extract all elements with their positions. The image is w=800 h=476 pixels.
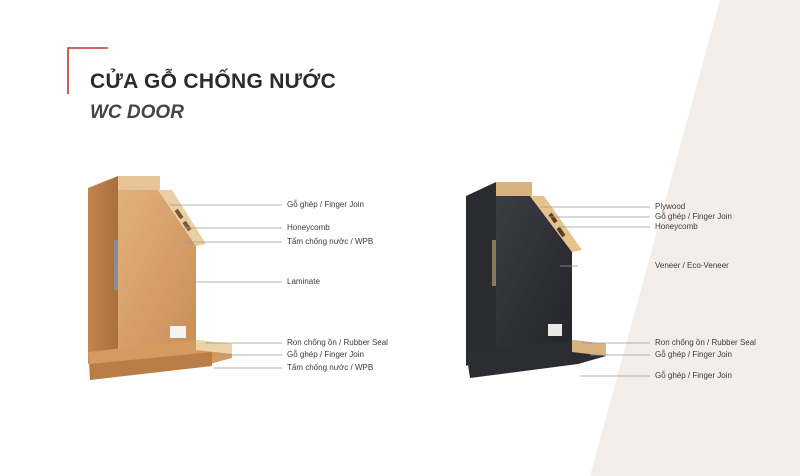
left-label-rubber-seal: Ron chống ồn / Rubber Seal <box>287 338 388 347</box>
title-corner-bracket <box>67 47 108 94</box>
page-title: CỬA GỖ CHỐNG NƯỚC <box>90 70 337 93</box>
left-label-finger-join-top: Gỗ ghép / Finger Join <box>287 200 364 209</box>
right-label-finger-join-bottom: Gỗ ghép / Finger Join <box>655 371 732 380</box>
left-label-wpb-bottom: Tấm chống nước / WPB <box>287 363 374 372</box>
left-label-honeycomb: Honeycomb <box>287 223 330 232</box>
right-label-honeycomb: Honeycomb <box>655 222 698 231</box>
left-label-laminate: Laminate <box>287 277 320 286</box>
page-subtitle: WC DOOR <box>90 102 184 123</box>
right-label-finger-join-mid: Gỗ ghép / Finger Join <box>655 350 732 359</box>
right-label-finger-join-top: Gỗ ghép / Finger Join <box>655 212 732 221</box>
left-label-finger-join-bottom: Gỗ ghép / Finger Join <box>287 350 364 359</box>
right-label-rubber-seal: Ron chống ồn / Rubber Seal <box>655 338 756 347</box>
right-label-plywood: Plywood <box>655 202 686 211</box>
left-label-wpb-top: Tấm chống nước / WPB <box>287 237 374 246</box>
right-label-veneer: Veneer / Eco-Veneer <box>655 261 729 270</box>
